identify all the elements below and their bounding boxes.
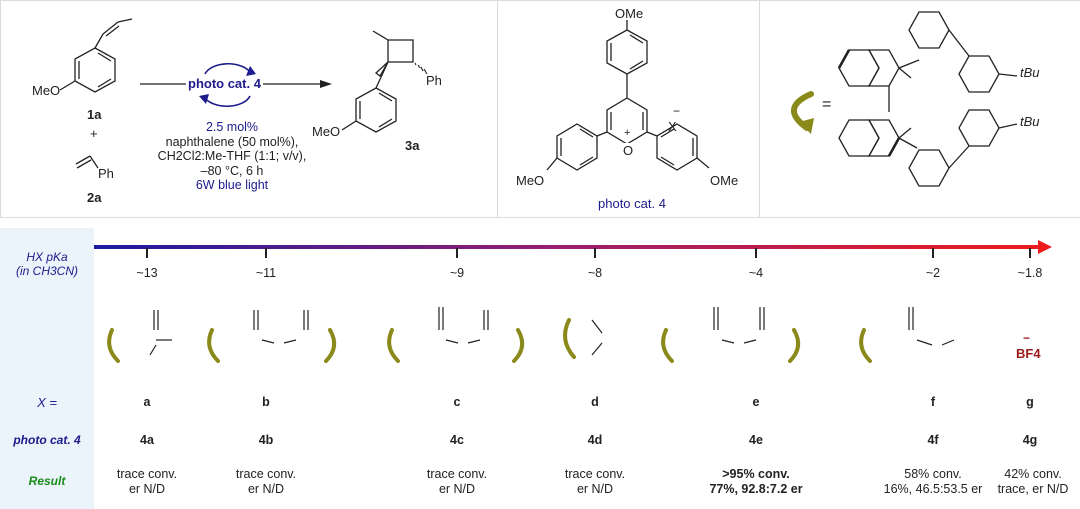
- row-label-catalyst: photo cat. 4: [0, 433, 94, 447]
- result-4f-er: 16%, 46.5:53.5 er: [883, 482, 983, 496]
- result-4b-conv: trace conv.: [235, 467, 297, 481]
- pka-value-g: ~1.8: [1017, 266, 1043, 280]
- catalyst-loading: 2.5 mol%: [205, 120, 259, 134]
- binaphthyl-panel: [759, 0, 1080, 218]
- row-label-result-text: Result: [28, 474, 66, 488]
- ome-top-label: OMe: [615, 6, 644, 21]
- result-4e-er: 77%, 92.8:7.2 er: [709, 482, 803, 496]
- result-4d-conv: trace conv.: [564, 467, 626, 481]
- result-4f: 58% conv. 16%, 46.5:53.5 er: [863, 467, 1003, 497]
- row-label-result: Result: [0, 474, 94, 488]
- result-4d: trace conv. er N/D: [540, 467, 650, 497]
- catalyst-id-4b: 4b: [258, 433, 274, 447]
- meo-label: MeO: [32, 83, 61, 98]
- anion-letter-b: b: [262, 395, 270, 409]
- pka-value-a: ~13: [136, 266, 158, 280]
- row-label-catalyst-text: photo cat. 4: [13, 433, 81, 447]
- anion-x-label: X: [668, 119, 677, 134]
- result-4c-er: er N/D: [438, 482, 476, 496]
- catalyst-label: photo cat. 4: [186, 76, 263, 91]
- row-label-pka: HX pKa (in CH3CN): [0, 250, 94, 278]
- condition-temperature: –80 °C, 6 h: [200, 163, 264, 178]
- catalyst-id-4d: 4d: [587, 433, 603, 447]
- reaction-panel: [0, 0, 499, 218]
- result-4c-conv: trace conv.: [426, 467, 488, 481]
- pyrylium-o-label: O: [622, 143, 635, 158]
- anion-letter-c: c: [453, 395, 461, 409]
- condition-solvent: CH2Cl2:Me-THF (1:1; v/v),: [157, 149, 307, 164]
- reaction-scheme: [59, 18, 428, 169]
- anion-letter-d: d: [591, 395, 599, 409]
- product-ph-label: Ph: [426, 73, 442, 88]
- plus-charge-label: +: [624, 127, 631, 139]
- binaphthyl-structure: [791, 11, 1018, 187]
- pka-value-e: ~4: [748, 266, 764, 280]
- catalyst-id-4g: 4g: [1022, 433, 1038, 447]
- pka-value-d: ~8: [587, 266, 603, 280]
- conditions: 2.5 mol% naphthalene (50 mol%), CH2Cl2:M…: [138, 120, 326, 193]
- catalyst-panel: [497, 0, 761, 218]
- result-4b: trace conv. er N/D: [211, 467, 321, 497]
- result-4g-er: trace, er N/D: [997, 482, 1069, 496]
- row-label-pka-text: HX pKa: [26, 250, 68, 264]
- catalyst-caption: photo cat. 4: [598, 196, 666, 211]
- anion-letter-g: g: [1026, 395, 1034, 409]
- plus-sign: +: [90, 126, 98, 141]
- pka-value-f: ~2: [925, 266, 941, 280]
- catalyst-id-4f: 4f: [927, 433, 939, 447]
- reactant-1-label: 1a: [87, 107, 102, 122]
- catalyst-id-4e: 4e: [749, 433, 763, 447]
- result-4c: trace conv. er N/D: [402, 467, 512, 497]
- anion-letter-e: e: [752, 395, 760, 409]
- anion-structures: [107, 307, 955, 363]
- condition-light: 6W blue light: [195, 178, 269, 193]
- product-label: 3a: [405, 138, 420, 153]
- ome-right-label: OMe: [710, 173, 739, 188]
- result-4a: trace conv. er N/D: [92, 467, 202, 497]
- result-4g-conv: 42% conv.: [1004, 467, 1062, 481]
- result-4f-conv: 58% conv.: [904, 467, 962, 481]
- bf4-text: BF4: [1016, 346, 1041, 361]
- tbu-label-1: tBu: [1020, 65, 1040, 80]
- result-4e: >95% conv. 77%, 92.8:7.2 er: [686, 467, 826, 497]
- product-meo-label: MeO: [312, 124, 341, 139]
- catalyst-id-4a: 4a: [140, 433, 154, 447]
- tbu-label-2: tBu: [1020, 114, 1040, 129]
- ph-label: Ph: [98, 166, 114, 181]
- meo-left-label: MeO: [516, 173, 545, 188]
- result-4g: 42% conv. trace, er N/D: [988, 467, 1078, 497]
- condition-additive: naphthalene (50 mol%),: [165, 134, 299, 149]
- pka-value-b: ~11: [255, 266, 277, 280]
- equals-sign: =: [822, 96, 832, 113]
- pka-value-c: ~9: [449, 266, 465, 280]
- result-4a-er: er N/D: [128, 482, 166, 496]
- anion-charge-label: −: [673, 104, 681, 118]
- pka-gradient-arrow: [94, 240, 1052, 258]
- row-label-anion-text: X =: [37, 395, 57, 410]
- result-4d-er: er N/D: [576, 482, 614, 496]
- row-label-solvent-text: (in CH3CN): [15, 264, 78, 278]
- result-4a-conv: trace conv.: [116, 467, 178, 481]
- bf4-charge: −: [1023, 331, 1031, 345]
- bf4-anion-label: BF4: [1016, 346, 1041, 361]
- anion-letter-f: f: [930, 395, 936, 409]
- result-4e-conv: >95% conv.: [722, 467, 790, 481]
- row-label-column: [0, 228, 94, 509]
- catalyst-caption-text: photo cat. 4: [598, 196, 666, 211]
- catalyst-id-4c: 4c: [450, 433, 464, 447]
- anion-letter-a: a: [143, 395, 151, 409]
- result-4b-er: er N/D: [247, 482, 285, 496]
- reactant-2-label: 2a: [87, 190, 102, 205]
- row-label-anion: X =: [0, 395, 94, 410]
